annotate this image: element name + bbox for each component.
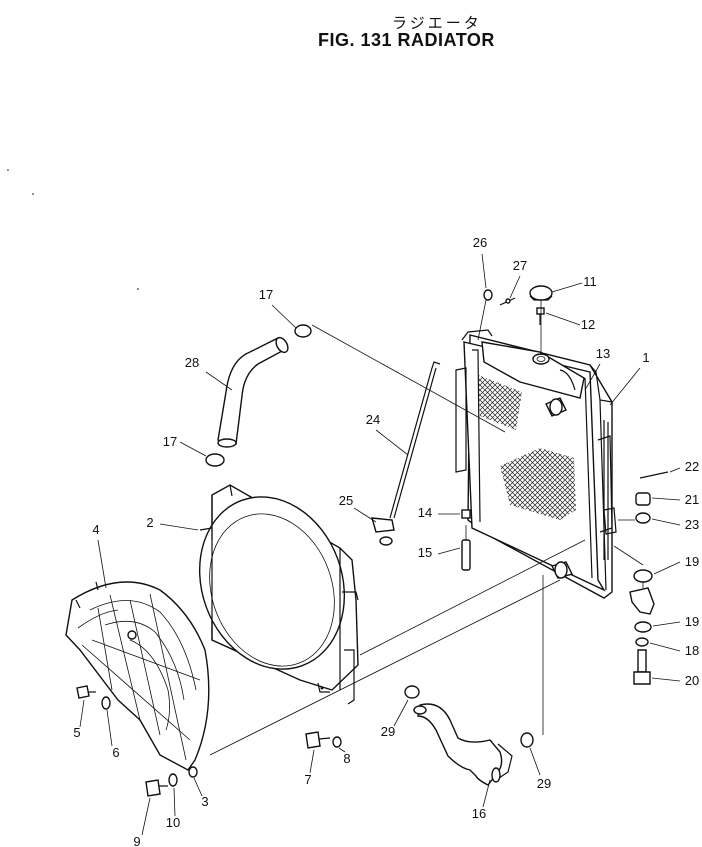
- callout-c8: 8: [343, 751, 350, 766]
- callout-c17b: 17: [163, 434, 177, 449]
- washer-18: [635, 637, 649, 647]
- callout-c2: 2: [146, 515, 153, 530]
- callout-c29b: 29: [537, 776, 551, 791]
- callout-c18: 18: [685, 643, 699, 658]
- callout-c13: 13: [596, 346, 610, 361]
- washer-23: [635, 512, 651, 524]
- callout-c11: 11: [583, 274, 597, 289]
- title-japanese: ラジエータ: [392, 14, 482, 32]
- hose-clamp-29a: [404, 685, 420, 699]
- callout-c19a: 19: [685, 554, 699, 569]
- callout-c28: 28: [185, 355, 199, 370]
- callout-c14: 14: [418, 505, 432, 520]
- mount-bracket: [629, 587, 655, 615]
- clip-3: [188, 766, 198, 778]
- callout-c29a: 29: [381, 724, 395, 739]
- plug-21: [635, 492, 651, 506]
- hose-clamp-upper: [294, 324, 312, 338]
- callout-c10: 10: [166, 815, 180, 830]
- lower-hose: [413, 703, 513, 786]
- callout-c6: 6: [112, 745, 119, 760]
- callout-c25: 25: [339, 493, 353, 508]
- washer-6: [101, 696, 111, 710]
- callout-c22: 22: [685, 459, 699, 474]
- callout-c19b: 19: [685, 614, 699, 629]
- washer-8: [332, 736, 342, 748]
- washer-26: [483, 289, 493, 301]
- callout-c5: 5: [73, 725, 80, 740]
- wire-22: [639, 471, 669, 479]
- callout-c12: 12: [581, 317, 595, 332]
- hose-clamp-29b: [520, 732, 534, 748]
- callout-c9: 9: [133, 834, 140, 847]
- callout-c17a: 17: [259, 287, 273, 302]
- callout-c23: 23: [685, 517, 699, 532]
- bolt-5: [76, 685, 90, 699]
- callout-c21: 21: [685, 492, 699, 507]
- bracket-25: [371, 517, 395, 533]
- cock-14: [461, 509, 471, 519]
- callout-c26: 26: [473, 235, 487, 250]
- drain-hose-15: [461, 539, 471, 571]
- washer-10: [168, 773, 178, 787]
- callout-c3: 3: [201, 794, 208, 809]
- callout-c24: 24: [366, 412, 380, 427]
- callout-c4: 4: [92, 522, 99, 537]
- radiator-cap: [529, 285, 553, 301]
- figure-title: FIG. 131 RADIATOR: [318, 30, 495, 50]
- bolt-12: [536, 307, 545, 315]
- cushion-19a: [633, 569, 653, 583]
- fan-guard: [65, 581, 210, 771]
- callout-c1: 1: [642, 350, 649, 365]
- callout-c7: 7: [304, 772, 311, 787]
- bolt-9: [145, 779, 161, 797]
- fan-shroud: [198, 484, 359, 705]
- callout-c16: 16: [472, 806, 486, 821]
- cushion-19b: [634, 621, 652, 633]
- hose-clamp-lower: [205, 453, 225, 467]
- bolt-20: [637, 649, 647, 673]
- callout-c27: 27: [513, 258, 527, 273]
- callout-labels: 1234567891011121314151617171819192021222…: [73, 235, 699, 847]
- callout-c20: 20: [685, 673, 699, 688]
- radiator-core: [455, 329, 617, 599]
- bolt-7: [305, 731, 321, 749]
- upper-hose: [217, 336, 289, 448]
- callout-c15: 15: [418, 545, 432, 560]
- stay-rod: [431, 361, 441, 369]
